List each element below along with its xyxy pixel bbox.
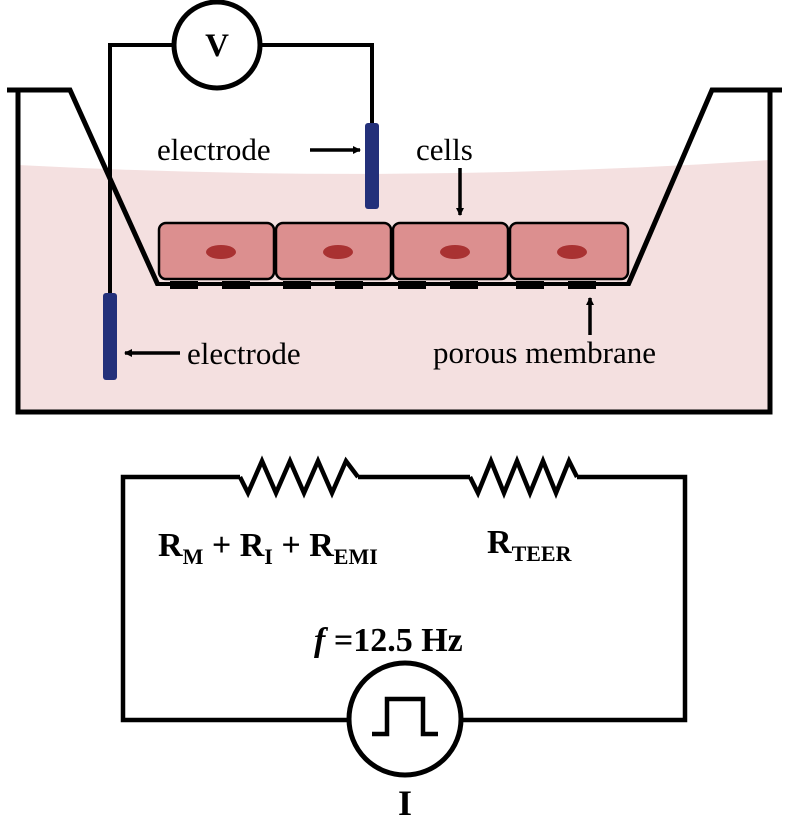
voltmeter-label: V — [205, 28, 229, 64]
cell-nucleus — [206, 245, 236, 259]
resistor-right-label: RTEER — [487, 524, 573, 566]
outer-well — [7, 87, 782, 415]
square-pulse-icon — [372, 696, 438, 737]
resistor-left-icon — [237, 455, 360, 499]
resistor-left-label: RM + RI + REMI — [158, 527, 378, 569]
membrane-pores — [170, 281, 596, 289]
current-source-icon — [346, 660, 464, 778]
electrode-top-label: electrode — [157, 132, 271, 167]
transwell-setup: V electrode cells electrode porous membr… — [7, 0, 782, 415]
resistor-right-icon — [467, 455, 580, 499]
cell-layer — [157, 221, 630, 281]
insert-wall-left — [18, 87, 161, 287]
frequency-label: f =12.5 Hz — [314, 622, 463, 659]
membrane-label: porous membrane — [433, 335, 656, 370]
cell-nucleus — [440, 245, 470, 259]
electrode-top — [365, 123, 379, 209]
voltmeter-wire-right — [262, 43, 374, 125]
current-source-label: I — [398, 783, 412, 823]
circuit-wire — [120, 474, 688, 723]
equivalent-circuit: RM + RI + REMI RTEER f =12.5 Hz I — [120, 455, 688, 823]
voltmeter-wire-left — [108, 43, 172, 295]
voltmeter-icon — [171, 0, 263, 91]
cell-nucleus — [557, 245, 587, 259]
cell-nucleus — [323, 245, 353, 259]
electrode-bottom-label: electrode — [187, 336, 301, 371]
insert-wall-right — [625, 87, 770, 286]
electrode-bottom — [103, 293, 117, 380]
cells-label: cells — [416, 132, 473, 167]
